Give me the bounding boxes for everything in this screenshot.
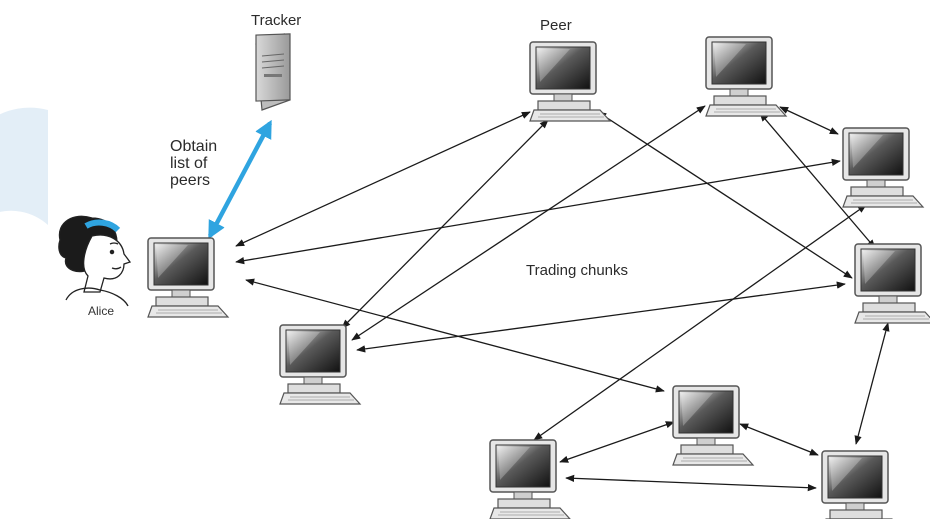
obtain-label-line-1: Obtain [170, 138, 218, 155]
link-right-middle-bottom-right [854, 322, 890, 445]
peer-computer-icon-bottom-left [489, 439, 571, 519]
peer-computer-icon-left-mid [279, 324, 361, 405]
watermark-arc [0, 107, 48, 225]
link-topright-left-mid [351, 105, 706, 341]
link-topright-right-top [779, 106, 839, 135]
alice-label: Alice [88, 304, 115, 318]
peer-computer-icon-top-right [705, 36, 787, 117]
link-bottom-center-bottom-left [559, 421, 675, 463]
alice-person-icon [58, 215, 132, 307]
obtain-label-line-2: list of [170, 155, 208, 172]
link-bottom-left-bottom-right [565, 474, 817, 492]
peer-label: Peer [540, 17, 572, 34]
peer-computer-icon-top [529, 41, 611, 122]
peer-links [235, 105, 890, 492]
obtain-list-of-peers-label: Obtain list of peers [170, 138, 217, 189]
peer-computer-icon-bottom-right [821, 450, 903, 519]
link-bottom-center-bottom-right [739, 423, 819, 456]
trading-chunks-label: Trading chunks [526, 262, 628, 279]
peer-computer-icon-right-top [842, 127, 924, 208]
peer-computer-icon-bottom-center [672, 385, 754, 466]
link-alice-peer-top [235, 111, 531, 247]
link-left-mid-right-middle [356, 281, 846, 353]
alice-computer-icon [147, 237, 229, 318]
tracker-label: Tracker [251, 12, 302, 29]
obtain-label-line-3: peers [170, 172, 211, 189]
peer-computer-icon-right-middle [854, 243, 930, 324]
tracker-link-arrow [208, 119, 272, 240]
tracker-server-icon [255, 33, 291, 111]
